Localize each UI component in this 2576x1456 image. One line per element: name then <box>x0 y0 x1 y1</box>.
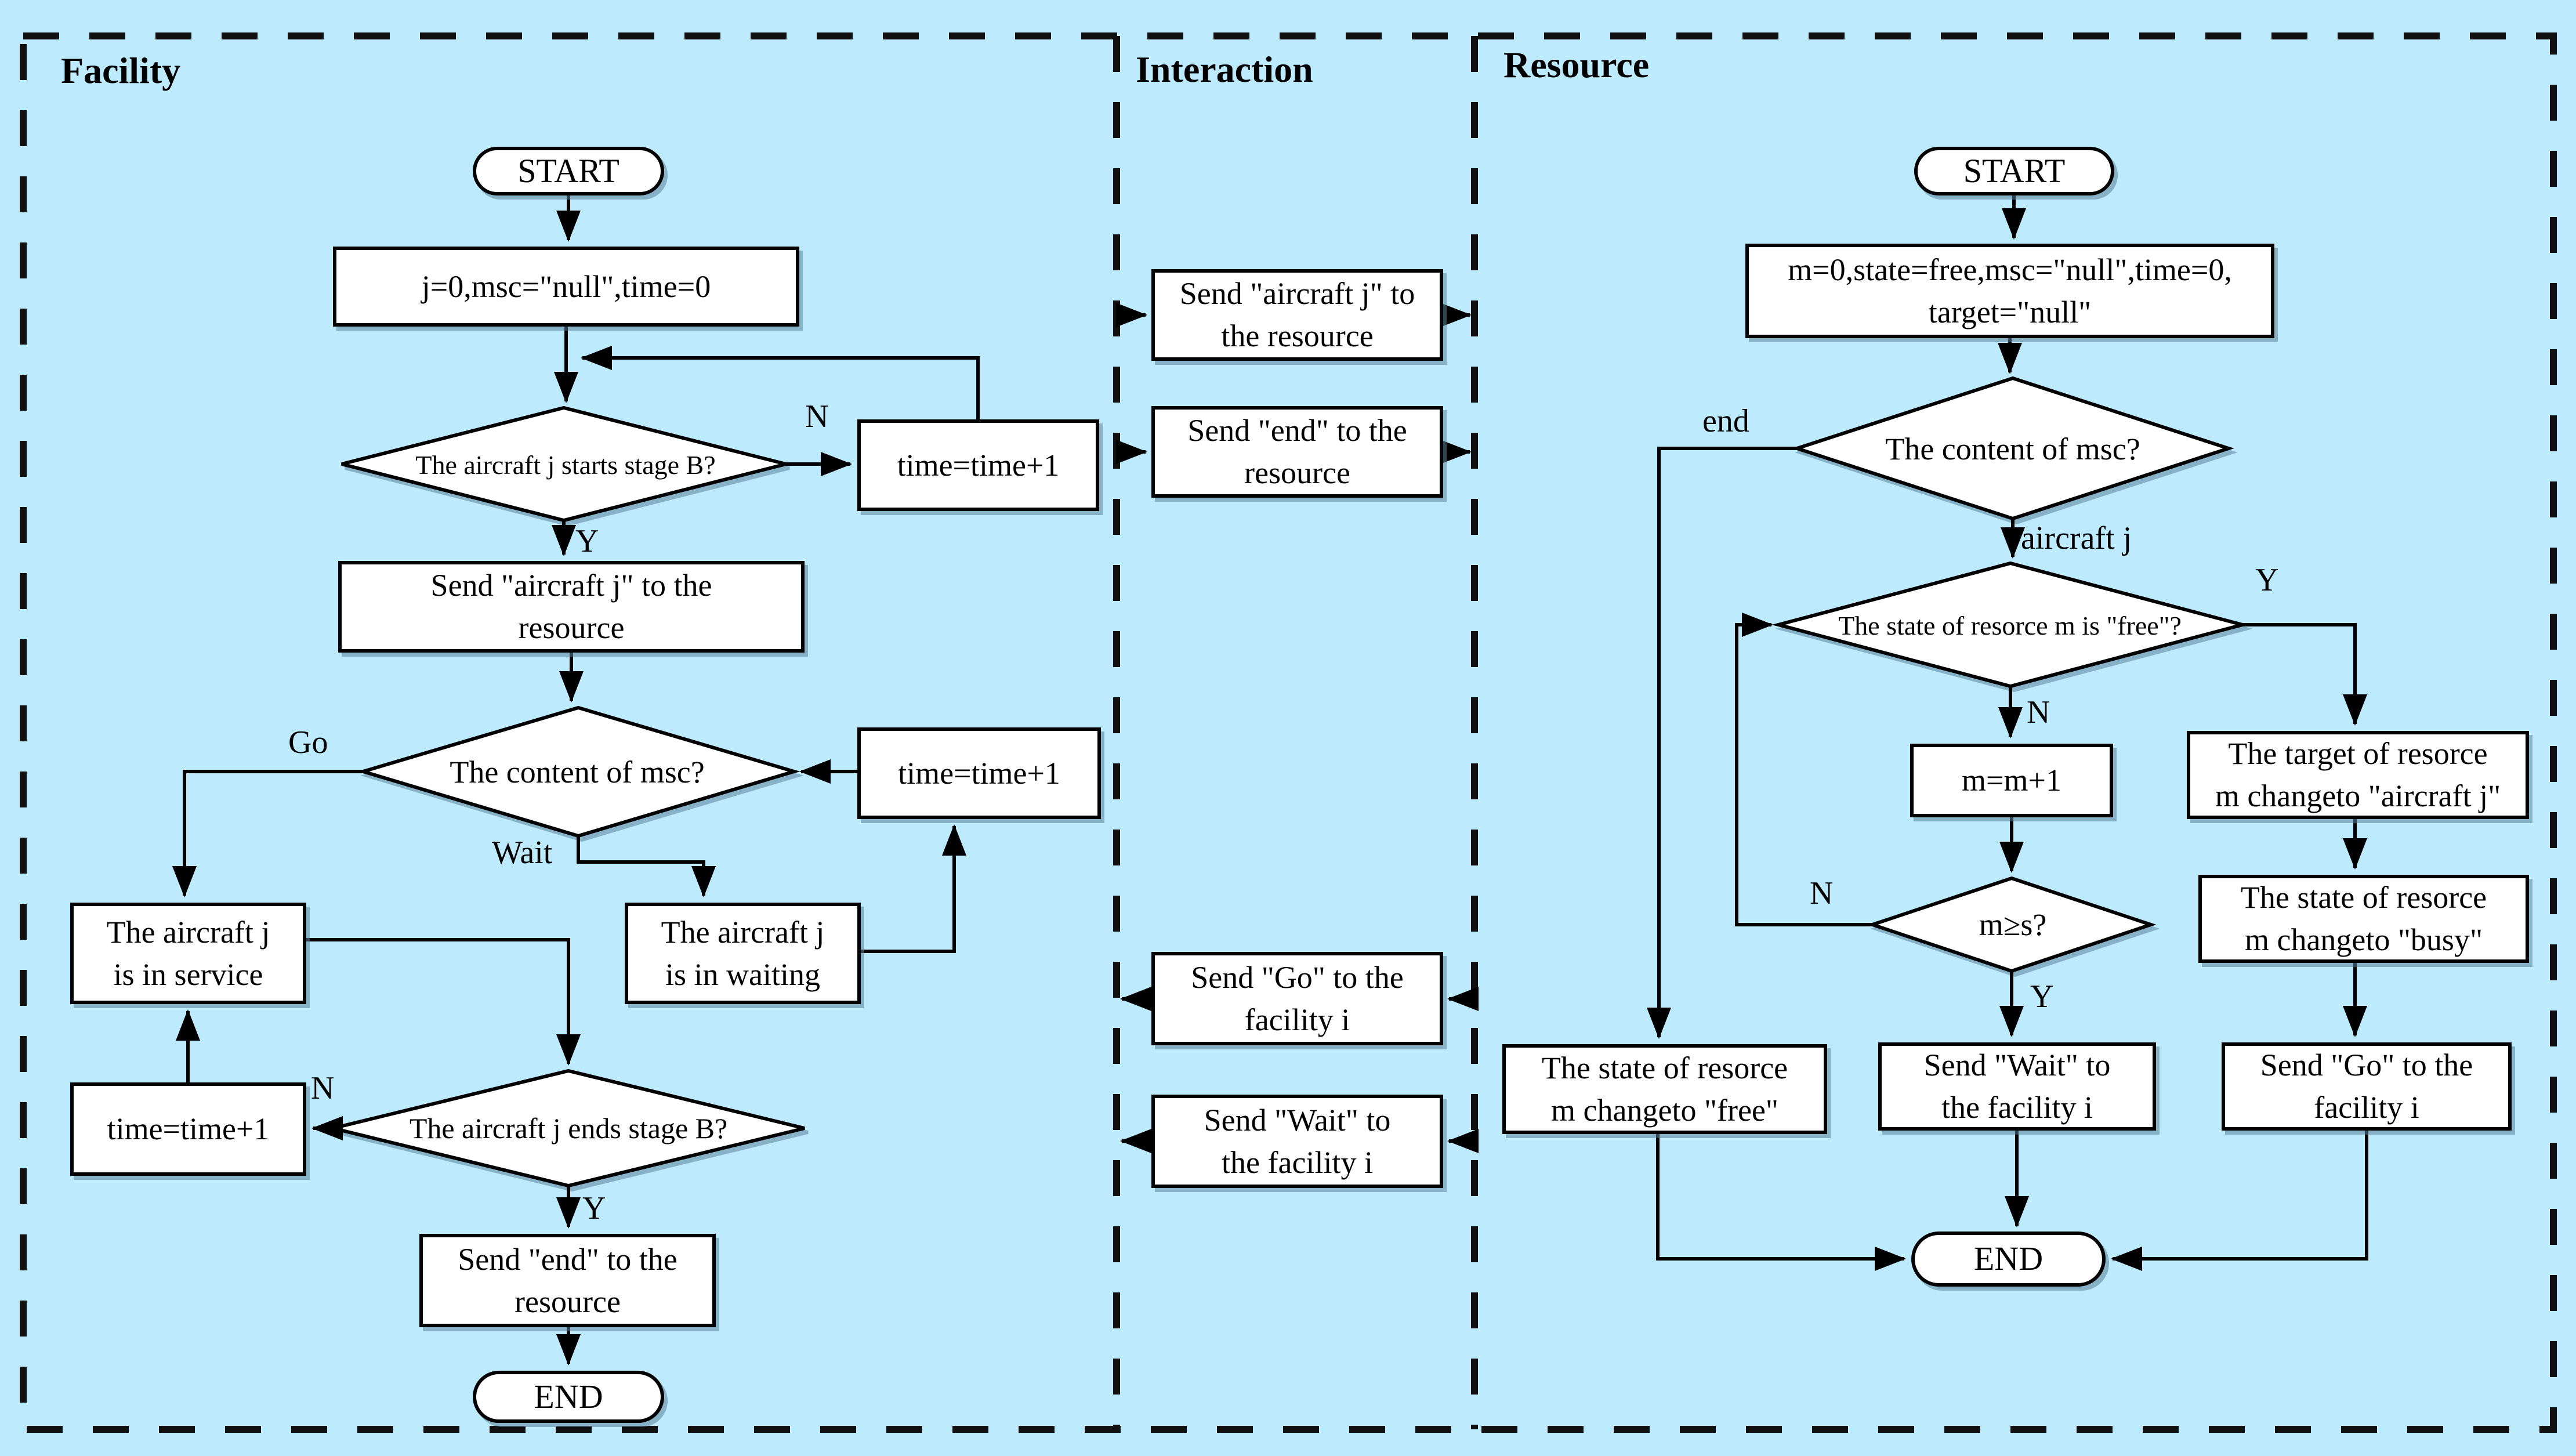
resource-busy-change-box: The state of resorce m changeto "busy" <box>2198 875 2529 963</box>
interaction-lane-title: Interaction <box>1136 49 1313 90</box>
facility-starts-diamond-shape <box>341 405 787 523</box>
flow-arrows <box>172 195 2368 1366</box>
resource-start-terminal: START <box>1914 147 2114 195</box>
resource-ms-diamond-shape <box>1867 876 2157 973</box>
resource-end-terminal: END <box>1911 1232 2106 1287</box>
resource-init-box: m=0,state=free,msc="null",time=0, target… <box>1745 244 2274 338</box>
interaction-send-end-box: Send "end" to the resource <box>1151 406 1443 498</box>
interaction-send-aircraft-box: Send "aircraft j" to the resource <box>1151 269 1443 361</box>
resource-free-diamond-shape <box>1771 561 2249 689</box>
resource-msc-diamond-shape <box>1791 376 2234 521</box>
facility-time1-box: time=time+1 <box>857 419 1099 511</box>
swimlane-borders <box>20 32 2557 1433</box>
interaction-send-wait-box: Send "Wait" to the facility i <box>1151 1095 1443 1188</box>
resource-lane-title: Resource <box>1503 44 1650 85</box>
interaction-send-go-box: Send "Go" to the facility i <box>1151 952 1443 1045</box>
facility-send-end-box: Send "end" to the resource <box>419 1234 716 1327</box>
resource-target-change-box: The target of resorce m changeto "aircra… <box>2187 731 2529 819</box>
facility-in-service-box: The aircraft j is in service <box>70 903 306 1004</box>
facility-end-terminal: END <box>473 1371 664 1423</box>
facility-in-waiting-box: The aircraft j is in waiting <box>625 903 861 1004</box>
facility-time3-box: time=time+1 <box>70 1082 306 1176</box>
facility-ends-diamond-shape <box>332 1069 805 1188</box>
resource-m-increment-box: m=m+1 <box>1910 744 2113 817</box>
resource-free-change-box: The state of resorce m changeto "free" <box>1502 1044 1827 1134</box>
facility-time2-box: time=time+1 <box>857 727 1101 819</box>
facility-start-terminal: START <box>473 147 664 195</box>
facility-lane-title: Facility <box>61 50 181 91</box>
facility-send-aircraft-box: Send "aircraft j" to the resource <box>338 561 805 653</box>
facility-init-box: j=0,msc="null",time=0 <box>333 247 799 327</box>
facility-msc-diamond-shape <box>357 705 800 838</box>
resource-send-go-box: Send "Go" to the facility i <box>2222 1042 2512 1131</box>
resource-send-wait-box: Send "Wait" to the facility i <box>1878 1042 2156 1131</box>
